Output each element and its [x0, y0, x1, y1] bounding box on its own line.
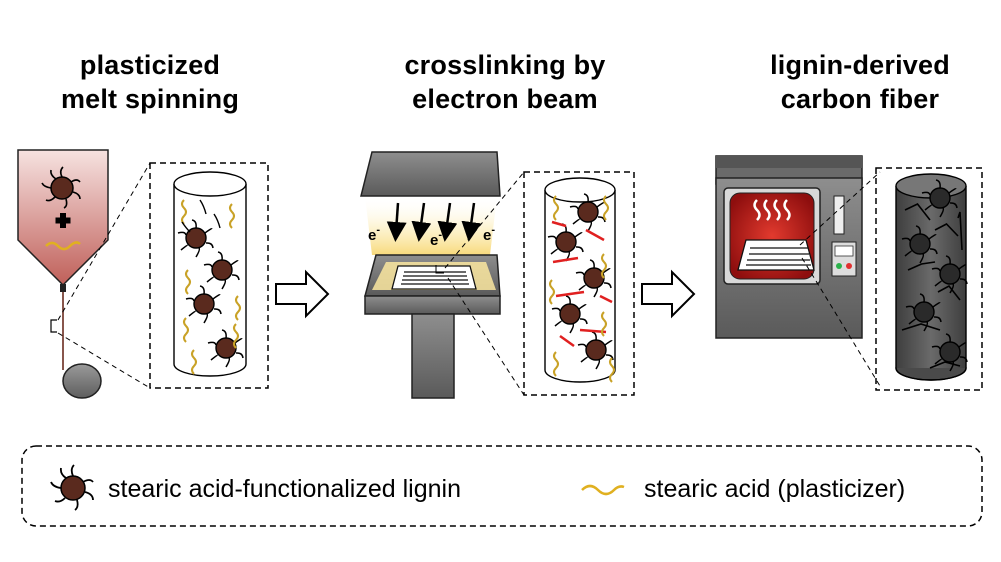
carbon-network-bond	[937, 284, 961, 301]
lignin-bead	[177, 219, 214, 258]
stage-pillar	[411, 313, 455, 399]
zoom-box-fiber-2	[523, 171, 635, 396]
carbonized-bead	[931, 333, 968, 372]
step3-title-line2: carbon fiber	[780, 84, 940, 114]
stearic-acid-chain	[229, 203, 235, 229]
furnace-handle	[833, 195, 845, 235]
electron-gun	[360, 151, 501, 197]
step2-title-line2: electron beam	[412, 84, 598, 114]
lignin-legend-icon	[50, 464, 94, 511]
stearic-acid-chain	[603, 195, 609, 221]
electron-beam-apparatus: e- e- e-	[360, 151, 525, 399]
zoom-marker	[50, 319, 57, 333]
carbon-network-bond	[957, 211, 963, 251]
step3-title: lignin-derived carbon fiber	[735, 48, 985, 116]
carbonized-bead	[921, 179, 958, 218]
carbonized-bead	[901, 225, 938, 264]
take-up-spool	[62, 363, 102, 399]
stearic-acid-chain	[609, 357, 615, 383]
electron-arrow-icon	[386, 202, 482, 242]
stearic-acid-legend-icon	[581, 484, 625, 496]
carbonization-furnace	[715, 155, 881, 387]
electron-label-2: e-	[430, 229, 442, 249]
stearic-acid-chain	[601, 311, 607, 337]
legend-box	[21, 445, 983, 527]
red-button	[846, 263, 852, 269]
zoom-box-fiber-3	[875, 167, 983, 391]
fiber-1-molecules	[177, 199, 244, 375]
fiber-sample-frame	[391, 265, 477, 290]
melt-spinning-apparatus	[17, 149, 151, 399]
fiber-3-molecules	[901, 179, 968, 372]
carbonized-bead	[905, 293, 942, 332]
step2-title: crosslinking by electron beam	[370, 48, 640, 116]
stearic-acid-chain	[553, 195, 559, 221]
lignin-bead	[577, 331, 614, 370]
plus-icon	[55, 213, 71, 228]
lignin-bead	[203, 251, 240, 290]
arrow-right-icon	[641, 269, 696, 319]
carbon-network-bond	[904, 203, 931, 221]
crosslink-bond	[555, 290, 585, 298]
carbon-network-bond	[934, 223, 959, 237]
electron-label-1: e-	[368, 224, 380, 244]
stearic-acid-chain	[181, 199, 187, 225]
fiber-2-molecules	[547, 193, 615, 383]
hopper-lignin-bead	[41, 166, 81, 209]
lignin-bead	[569, 193, 606, 232]
fiber-cylinder-1	[173, 171, 247, 377]
stearic-acid-chain	[185, 269, 191, 295]
zoom-box-fiber-1	[149, 162, 269, 389]
step1-title: plasticized melt spinning	[40, 48, 260, 116]
arrow-right-icon	[275, 269, 330, 319]
control-display	[834, 245, 854, 257]
crosslink-bond	[559, 334, 575, 348]
lignin-bead	[547, 223, 584, 262]
green-button	[836, 263, 842, 269]
lignin-bead	[185, 285, 222, 324]
stearic-acid-chain	[601, 253, 607, 279]
stearic-acid-chain	[191, 349, 197, 375]
crosslink-bond	[551, 220, 567, 228]
heat-waves-icon	[753, 199, 791, 221]
lignin-bead	[207, 329, 244, 368]
stearic-acid-legend-label: stearic acid (plasticizer)	[644, 475, 905, 503]
stearic-acid-chain	[235, 295, 241, 321]
step3-title-line1: lignin-derived	[770, 50, 950, 80]
electron-label-3: e-	[483, 224, 495, 244]
stage-base	[364, 295, 501, 315]
carbon-network-bond	[907, 261, 936, 271]
stearic-acid-chain	[553, 351, 559, 377]
step2-title-line1: crosslinking by	[404, 50, 606, 80]
hopper-stearic-acid	[45, 241, 81, 251]
stearic-acid-chain	[233, 323, 239, 349]
stearic-acid-chain	[549, 279, 555, 305]
spinneret	[60, 284, 66, 292]
crosslink-bond	[585, 228, 605, 242]
lignin-bead	[551, 295, 588, 334]
carbon-network-bond	[901, 323, 941, 331]
fiber-sample-lines	[401, 271, 469, 285]
crosslink-bond	[599, 294, 613, 304]
crosslink-bond	[552, 256, 579, 264]
zoom-line-top	[57, 162, 151, 321]
lignin-legend-label: stearic acid-functionalized lignin	[108, 475, 461, 503]
carbonized-bead	[931, 255, 968, 294]
step1-title-line1: plasticized	[79, 50, 221, 80]
carbon-network-bond	[929, 361, 961, 369]
step1-title-line2: melt spinning	[60, 84, 240, 114]
stearic-acid-chain	[183, 317, 189, 343]
